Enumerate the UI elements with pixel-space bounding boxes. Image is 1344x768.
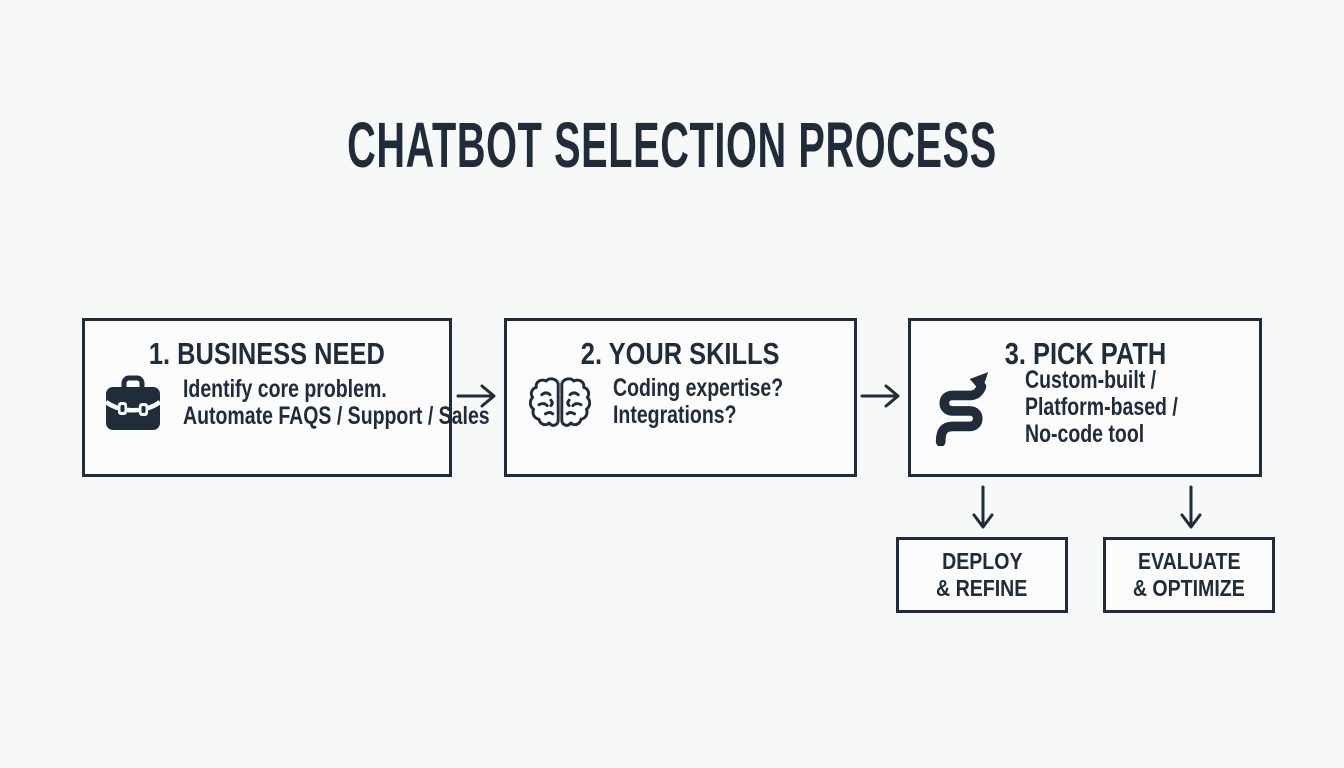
arrow-down-icon: [970, 485, 996, 536]
briefcase-icon: [101, 373, 165, 433]
page-title-text: CHATBOT SELECTION PROCESS: [347, 109, 997, 181]
step-content: Identify core problem. Automate FAQS / S…: [85, 373, 490, 433]
step-heading: 1. BUSINESS NEED: [149, 336, 385, 371]
arrow-right-icon: [860, 382, 902, 415]
step-content: Custom-built / Platform-based / No-code …: [911, 367, 1259, 448]
outcome-box-deploy-refine: DEPLOY & REFINE: [896, 537, 1068, 613]
step-box-business-need: 1. BUSINESS NEED Identify core problem. …: [82, 318, 490, 477]
step-heading: 3. PICK PATH: [1004, 336, 1166, 371]
brain-icon: [529, 373, 591, 431]
arrow-right-icon: [456, 382, 498, 415]
step-box-pick-path: 3. PICK PATH Custom-built / Platform-bas…: [908, 318, 1262, 477]
step-description: Identify core problem. Automate FAQS / S…: [183, 375, 490, 430]
winding-arrow-icon: [931, 370, 993, 446]
step-heading: 2. YOUR SKILLS: [581, 336, 780, 371]
step-description: Coding expertise? Integrations?: [613, 374, 784, 429]
step-box-your-skills: 2. YOUR SKILLS: [504, 318, 857, 477]
page-title: CHATBOT SELECTION PROCESS: [0, 110, 1344, 180]
outcome-box-evaluate-optimize: EVALUATE & OPTIMIZE: [1103, 537, 1275, 613]
step-description: Custom-built / Platform-based / No-code …: [1025, 366, 1178, 448]
arrow-down-icon: [1178, 485, 1204, 536]
step-content: Coding expertise? Integrations?: [507, 373, 854, 431]
